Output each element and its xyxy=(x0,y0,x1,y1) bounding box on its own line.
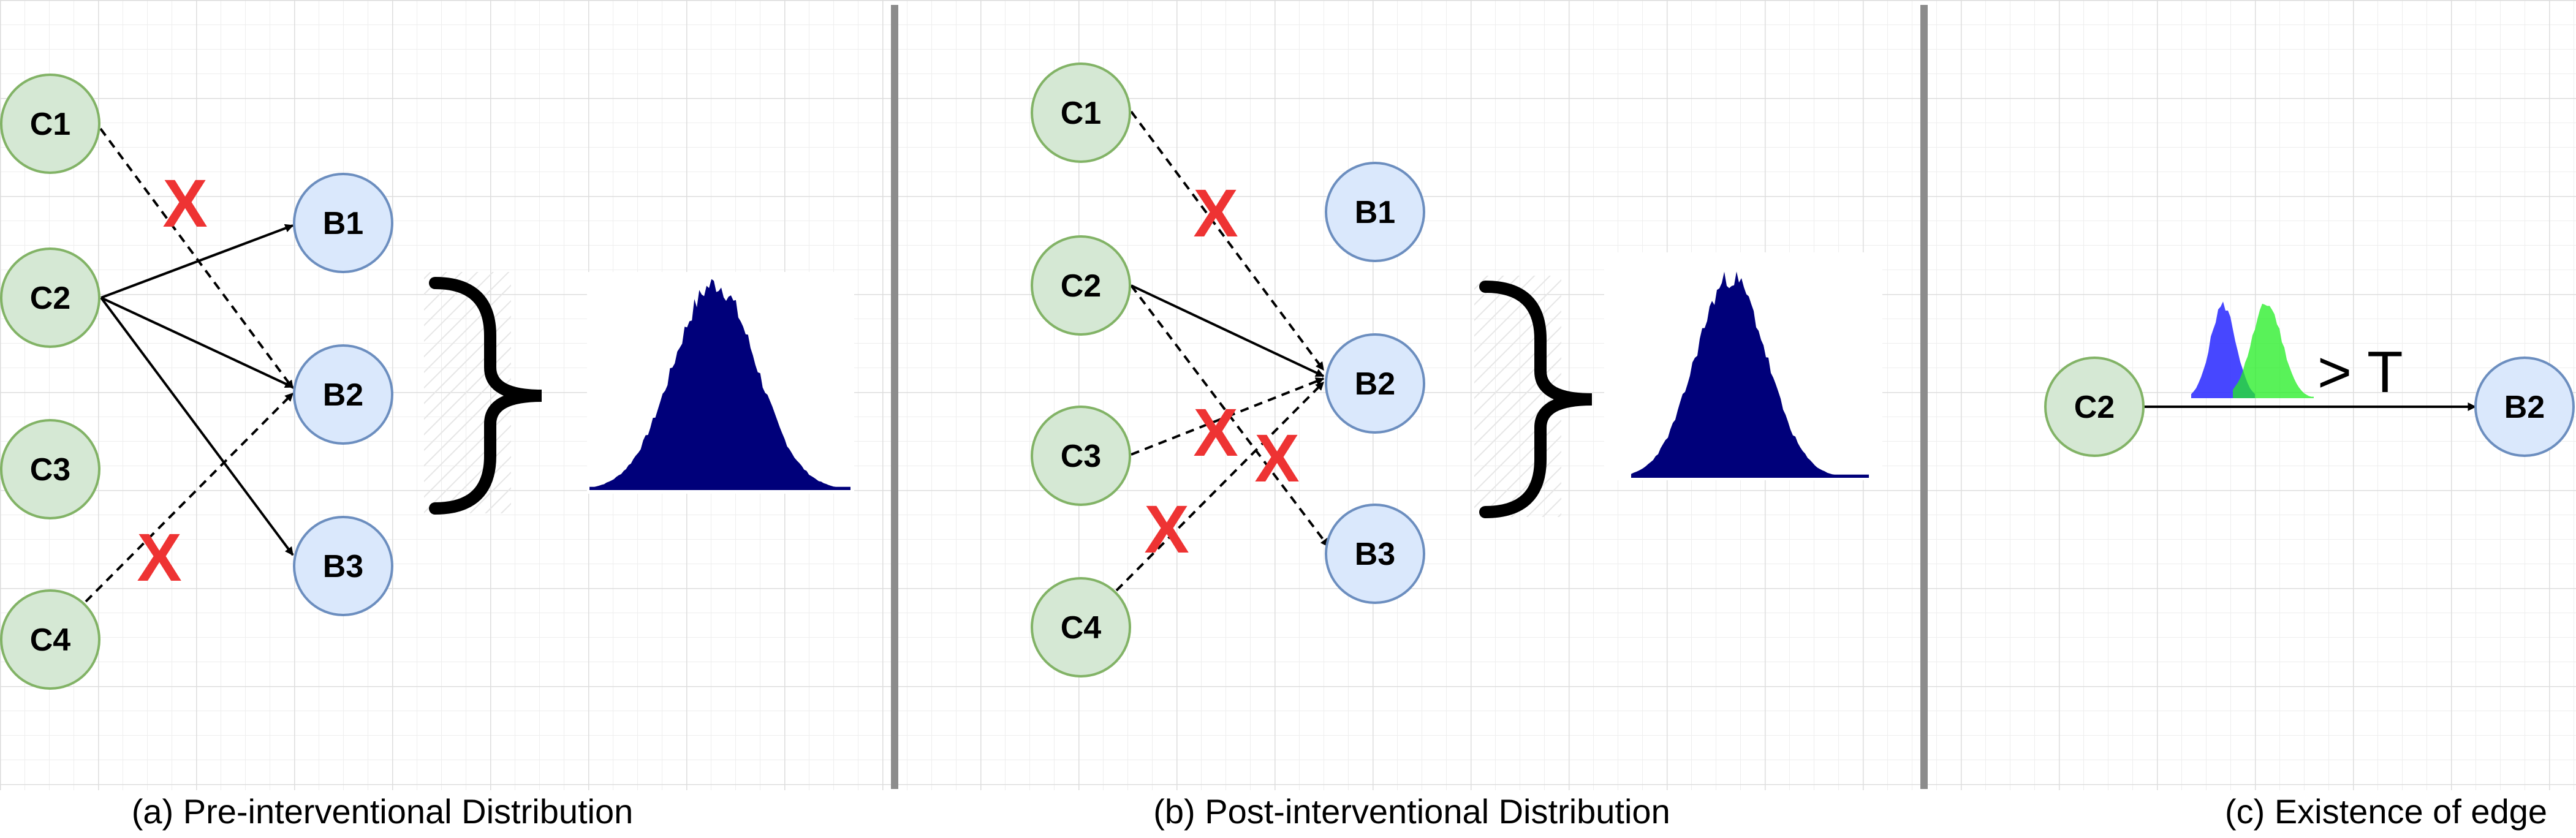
node-label: B3 xyxy=(1355,537,1395,572)
caption-c: (c) Existence of edge xyxy=(2225,792,2547,831)
histogram-shape xyxy=(2233,303,2314,398)
blocked-marker: X xyxy=(137,520,181,595)
histogram-a xyxy=(587,272,854,494)
panel-c: > T C2 B2 xyxy=(2044,301,2575,457)
effect-nodes-b: B1 B2 B3 xyxy=(1325,162,1425,604)
cause-node: C3 xyxy=(1031,406,1131,506)
edge-c4-b2 xyxy=(85,392,294,603)
node-label: C3 xyxy=(30,452,70,488)
edge-c2-b3 xyxy=(100,296,294,556)
node-label: C2 xyxy=(30,281,70,316)
caption-b: (b) Post-interventional Distribution xyxy=(1153,792,1670,831)
blocked-marker: X xyxy=(1144,492,1189,567)
node-label: B2 xyxy=(2504,390,2545,425)
node-label: B1 xyxy=(1355,195,1395,230)
cause-nodes-b: C1 C2 C3 C4 xyxy=(1031,62,1131,678)
cause-node: C2 xyxy=(0,247,100,348)
blocked-marker: X xyxy=(162,166,207,241)
distribution-comparison-icon xyxy=(2191,301,2314,398)
curly-brace-a xyxy=(424,272,542,515)
node-label: C2 xyxy=(2074,390,2115,425)
histogram-shape xyxy=(589,279,850,490)
effect-node: B1 xyxy=(1325,162,1425,262)
edge-c1-b2 xyxy=(99,127,294,390)
edge-c2-b2 xyxy=(1131,284,1325,377)
blocked-marker: X xyxy=(1193,395,1238,470)
node-label: C3 xyxy=(1061,439,1101,474)
curly-brace-b xyxy=(1474,276,1593,518)
node-label: C4 xyxy=(30,622,71,658)
distribution-blue xyxy=(2191,301,2255,398)
effect-nodes-a: B1 B2 B3 xyxy=(293,173,393,616)
panel-a: X X C1 C2 C3 C4 B1 xyxy=(0,74,854,690)
edge-c3-b2 xyxy=(1131,377,1325,456)
effect-node: B3 xyxy=(293,516,393,616)
edge-c2-b1 xyxy=(100,224,294,299)
panel-b: X X X X C1 C2 C3 C4 xyxy=(1031,62,1882,678)
edges-a xyxy=(85,127,294,603)
crosses-b: X X X X xyxy=(1144,176,1299,567)
node-label: C2 xyxy=(1061,268,1101,304)
edge-c2-b2 xyxy=(100,296,294,388)
histogram-bars xyxy=(1631,271,1869,478)
node-label: C4 xyxy=(1061,610,1102,646)
cause-node: C1 xyxy=(1031,62,1131,163)
edges-b xyxy=(1115,110,1330,592)
caption-a: (a) Pre-interventional Distribution xyxy=(132,792,634,831)
effect-node: B2 xyxy=(1325,333,1425,434)
histogram-shape xyxy=(2191,301,2255,398)
node-label: B2 xyxy=(323,377,363,413)
node-label: B1 xyxy=(323,206,363,241)
cause-node: C4 xyxy=(0,589,100,690)
cause-node: C2 xyxy=(2044,357,2145,457)
cause-nodes-a: C1 C2 C3 C4 xyxy=(0,74,100,690)
cause-node: C1 xyxy=(0,74,100,174)
cause-node: C4 xyxy=(1031,577,1131,678)
node-label: B2 xyxy=(1355,366,1395,402)
effect-node: B3 xyxy=(1325,504,1425,604)
node-label: B3 xyxy=(323,549,363,584)
effect-node: B2 xyxy=(2474,357,2575,457)
blocked-marker: X xyxy=(1193,176,1238,251)
blocked-marker: X xyxy=(1254,421,1299,496)
effect-node: B2 xyxy=(293,344,393,445)
effect-node: B1 xyxy=(293,173,393,273)
histogram-bars xyxy=(589,279,850,490)
cause-node: C3 xyxy=(0,419,100,519)
distribution-green xyxy=(2233,303,2314,398)
histogram-b xyxy=(1604,252,1882,480)
threshold-label: > T xyxy=(2317,339,2403,405)
crosses-a: X X xyxy=(137,166,207,595)
node-label: C1 xyxy=(30,107,70,142)
cause-node: C2 xyxy=(1031,235,1131,336)
node-label: C1 xyxy=(1061,96,1101,131)
histogram-shape xyxy=(1631,271,1869,478)
edge-c1-b2 xyxy=(1130,110,1325,371)
edge-c4-b2 xyxy=(1115,381,1325,592)
